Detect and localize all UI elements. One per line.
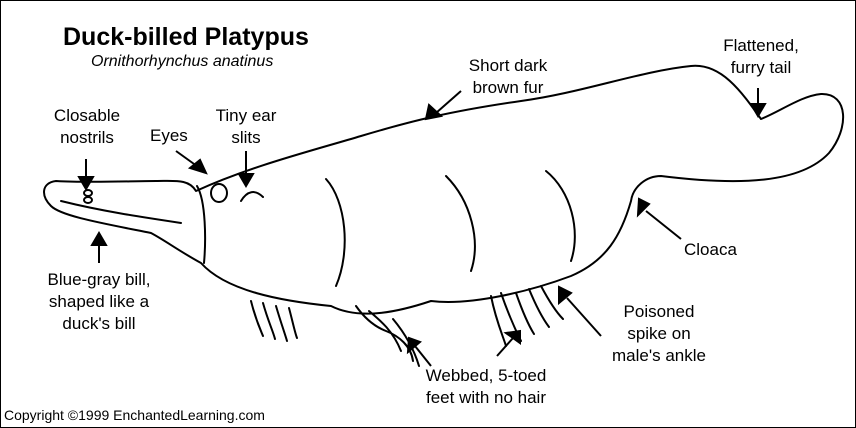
eye [211, 184, 227, 202]
bill-mouth-line [61, 201, 181, 223]
label-eyes: Eyes [150, 125, 188, 147]
hind-foot [491, 286, 563, 346]
ear-slit [241, 192, 263, 201]
copyright-notice: Copyright ©1999 EnchantedLearning.com [4, 407, 265, 423]
diagram-title: Duck-billed Platypus [63, 23, 309, 52]
nostril [84, 190, 92, 196]
label-tail: Flattened,furry tail [691, 35, 831, 79]
bill-edge [197, 186, 205, 263]
scientific-name: Ornithorhynchus anatinus [91, 53, 273, 71]
front-foot [251, 301, 297, 341]
label-cloaca: Cloaca [684, 239, 737, 261]
